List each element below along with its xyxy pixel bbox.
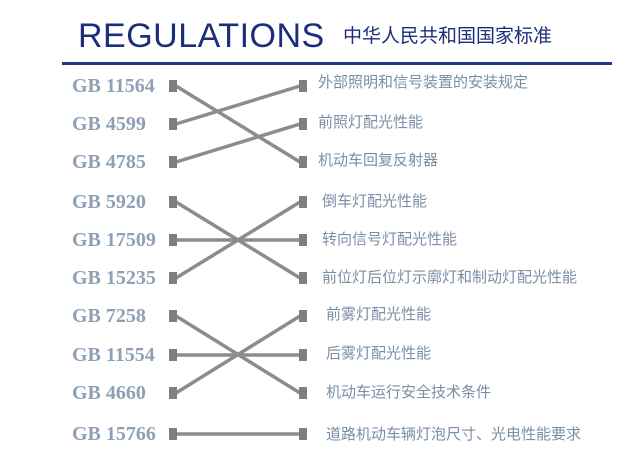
page-subtitle: 中华人民共和国国家标准	[343, 25, 553, 47]
standard-description: 前照灯配光性能	[318, 113, 424, 131]
endpoint-square	[299, 234, 307, 246]
endpoint-square	[299, 118, 307, 130]
endpoint-square	[169, 80, 177, 92]
standard-description: 倒车灯配光性能	[322, 192, 428, 210]
endpoint-square	[169, 196, 177, 208]
endpoint-square	[299, 428, 307, 440]
standard-description: 后雾灯配光性能	[326, 344, 432, 362]
standard-code: GB 15235	[72, 267, 156, 289]
standard-code: GB 17509	[72, 229, 156, 251]
standard-description: 机动车运行安全技术条件	[326, 383, 492, 401]
endpoint-square	[169, 156, 177, 168]
standard-code: GB 11554	[72, 344, 155, 366]
connector-line	[175, 314, 301, 395]
endpoint-square	[299, 349, 307, 361]
standard-code: GB 15766	[72, 423, 156, 445]
endpoint-square	[299, 156, 307, 168]
endpoint-square	[169, 387, 177, 399]
endpoint-square	[169, 349, 177, 361]
endpoint-square	[299, 80, 307, 92]
standard-code: GB 11564	[72, 75, 155, 97]
standard-code: GB 7258	[72, 305, 146, 327]
endpoint-square	[299, 272, 307, 284]
right-endpoints	[299, 80, 307, 440]
endpoint-square	[299, 387, 307, 399]
connector-line	[175, 84, 301, 126]
standard-description: 机动车回复反射器	[318, 151, 439, 169]
endpoint-square	[169, 272, 177, 284]
left-endpoints	[169, 80, 177, 440]
standard-description: 道路机动车辆灯泡尺寸、光电性能要求	[326, 425, 582, 443]
standard-code: GB 4785	[72, 151, 146, 173]
endpoint-square	[169, 234, 177, 246]
page-title: REGULATIONS	[78, 17, 325, 55]
standard-description: 前雾灯配光性能	[326, 305, 432, 323]
endpoint-square	[299, 310, 307, 322]
standard-code: GB 4660	[72, 382, 146, 404]
standard-description: 外部照明和信号装置的安装规定	[318, 73, 529, 91]
standard-code: GB 5920	[72, 191, 146, 213]
endpoint-square	[299, 196, 307, 208]
connector-line	[175, 122, 301, 164]
header-divider	[62, 62, 612, 65]
endpoint-square	[169, 428, 177, 440]
connector-lines	[175, 84, 301, 436]
endpoint-square	[169, 310, 177, 322]
standard-description: 转向信号灯配光性能	[322, 230, 458, 248]
endpoint-square	[169, 118, 177, 130]
connector-line	[175, 84, 301, 164]
connector-line	[175, 200, 301, 280]
standard-description: 前位灯后位灯示廓灯和制动灯配光性能	[322, 268, 578, 286]
standard-code: GB 4599	[72, 113, 146, 135]
